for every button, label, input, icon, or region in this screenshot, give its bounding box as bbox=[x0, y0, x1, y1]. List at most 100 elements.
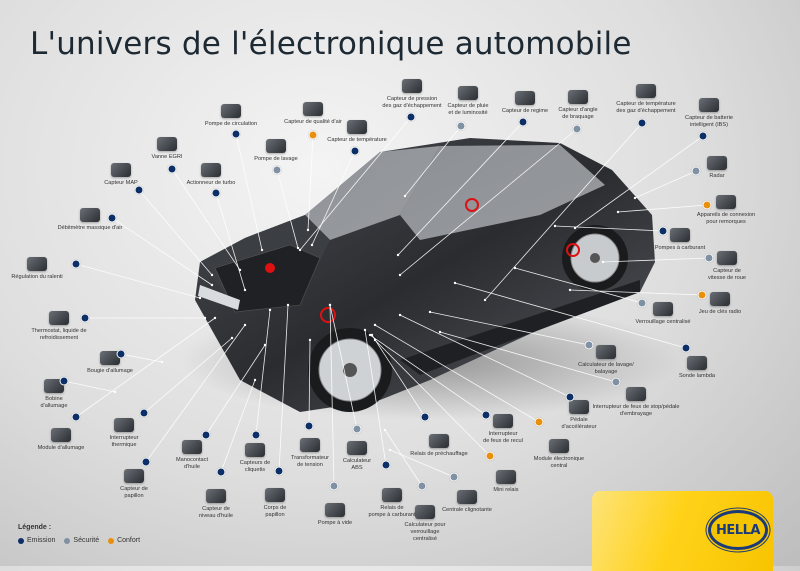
leader-line-end bbox=[113, 390, 117, 394]
leader-line bbox=[617, 204, 708, 213]
leader-line-end bbox=[306, 228, 310, 232]
legend-item-emission: Emission bbox=[18, 537, 55, 544]
leader-line-end bbox=[428, 310, 432, 314]
component-label: Bobine d'allumage bbox=[40, 396, 68, 409]
category-dot-emission bbox=[116, 349, 126, 359]
leader-line bbox=[374, 339, 491, 457]
component-label: Interrupteur thermique bbox=[109, 435, 139, 448]
component-label: Calculateur pour verrouillage centralisé bbox=[404, 522, 446, 542]
component-label: Transformateur de tension bbox=[290, 455, 330, 468]
leader-line bbox=[235, 133, 263, 251]
leader-line bbox=[574, 135, 704, 229]
component-image bbox=[568, 90, 588, 104]
leader-line-end bbox=[438, 330, 442, 334]
component-image bbox=[221, 104, 241, 118]
leader-line bbox=[276, 169, 299, 249]
component-image bbox=[402, 79, 422, 93]
leader-line bbox=[205, 344, 266, 436]
leader-line bbox=[278, 304, 289, 472]
leader-line-end bbox=[268, 308, 272, 312]
leader-line bbox=[602, 257, 710, 263]
category-dot-securite bbox=[272, 165, 282, 175]
category-dot-securite bbox=[572, 124, 582, 134]
component-image bbox=[429, 434, 449, 448]
leader-line-end bbox=[368, 333, 372, 337]
category-dot-emission bbox=[304, 421, 314, 431]
leader-line bbox=[308, 339, 311, 427]
category-dot-confort bbox=[308, 130, 318, 140]
leader-line-end bbox=[616, 210, 620, 214]
leader-line-end bbox=[253, 378, 257, 382]
leader-line bbox=[371, 334, 426, 418]
legend-dot bbox=[108, 537, 115, 544]
leader-line-end bbox=[383, 428, 387, 432]
category-dot-emission bbox=[231, 129, 241, 139]
legend-label: Sécurité bbox=[73, 537, 100, 544]
leader-line bbox=[374, 324, 540, 423]
leader-line bbox=[145, 324, 246, 463]
component-label: Capteur de pression des gaz d'échappemen… bbox=[382, 96, 442, 109]
component-image bbox=[266, 139, 286, 153]
leader-line-end bbox=[403, 194, 407, 198]
leader-line bbox=[514, 267, 643, 304]
component-label: Capteur de batterie intelligent (IBS) bbox=[685, 115, 733, 128]
category-dot-confort bbox=[702, 200, 712, 210]
component-label: Vanne EGRI bbox=[151, 154, 183, 160]
category-dot-emission bbox=[211, 188, 221, 198]
leader-line bbox=[311, 150, 356, 246]
category-dot-emission bbox=[637, 118, 647, 128]
component-image bbox=[496, 470, 516, 484]
component-label: Verrouillage centralisé bbox=[635, 319, 691, 325]
component-label: Relais de préchauffage bbox=[410, 451, 468, 457]
leader-line bbox=[389, 449, 455, 478]
leader-line-end bbox=[373, 323, 377, 327]
component-image bbox=[303, 102, 323, 116]
legend-label: Emission bbox=[27, 537, 56, 544]
leader-line-end bbox=[296, 246, 300, 250]
leader-line-end bbox=[373, 338, 377, 342]
component-label: Capteur de qualité d'air bbox=[284, 119, 342, 125]
leader-line bbox=[439, 331, 617, 383]
leader-line-end bbox=[398, 313, 402, 317]
leader-line-end bbox=[328, 303, 332, 307]
category-dot-securite bbox=[352, 424, 362, 434]
component-image bbox=[493, 414, 513, 428]
component-label: Actionneur de turbo bbox=[186, 180, 236, 186]
component-image bbox=[569, 400, 589, 414]
component-label: Thermostat, liquide de refroidissement bbox=[31, 328, 87, 341]
legend-item-securite: Sécurité bbox=[64, 537, 99, 544]
component-image bbox=[114, 418, 134, 432]
category-dot-securite bbox=[704, 253, 714, 263]
leader-line-end bbox=[553, 224, 557, 228]
side-window bbox=[400, 145, 605, 240]
component-image bbox=[27, 257, 47, 271]
leader-line-end bbox=[513, 266, 517, 270]
category-dot-securite bbox=[417, 481, 427, 491]
leader-line-end bbox=[203, 316, 207, 320]
component-image bbox=[596, 345, 616, 359]
leader-line bbox=[255, 309, 271, 436]
component-label: Capteur de pluie et de luminosité bbox=[447, 103, 489, 116]
logo-text: HELLA bbox=[716, 522, 760, 538]
component-image bbox=[347, 441, 367, 455]
leader-line bbox=[384, 429, 423, 487]
component-image bbox=[201, 163, 221, 177]
leader-line-end bbox=[573, 226, 577, 230]
component-label: Jeu de clés radio bbox=[698, 309, 742, 315]
leader-line bbox=[369, 334, 487, 416]
component-image bbox=[687, 356, 707, 370]
front-wheel bbox=[308, 328, 392, 412]
component-image bbox=[49, 311, 69, 325]
component-label: Pompe à vide bbox=[317, 520, 353, 526]
leader-line-end bbox=[388, 448, 392, 452]
headlight bbox=[198, 285, 240, 310]
leader-line bbox=[569, 289, 703, 296]
category-dot-confort bbox=[485, 451, 495, 461]
component-label: Corps de papillon bbox=[263, 505, 287, 518]
side-sill bbox=[400, 280, 640, 375]
component-label: Centrale clignotante bbox=[442, 507, 492, 513]
leader-line bbox=[171, 168, 241, 271]
component-image bbox=[415, 505, 435, 519]
hella-logo: HELLA bbox=[708, 510, 768, 550]
leader-line bbox=[397, 121, 524, 256]
